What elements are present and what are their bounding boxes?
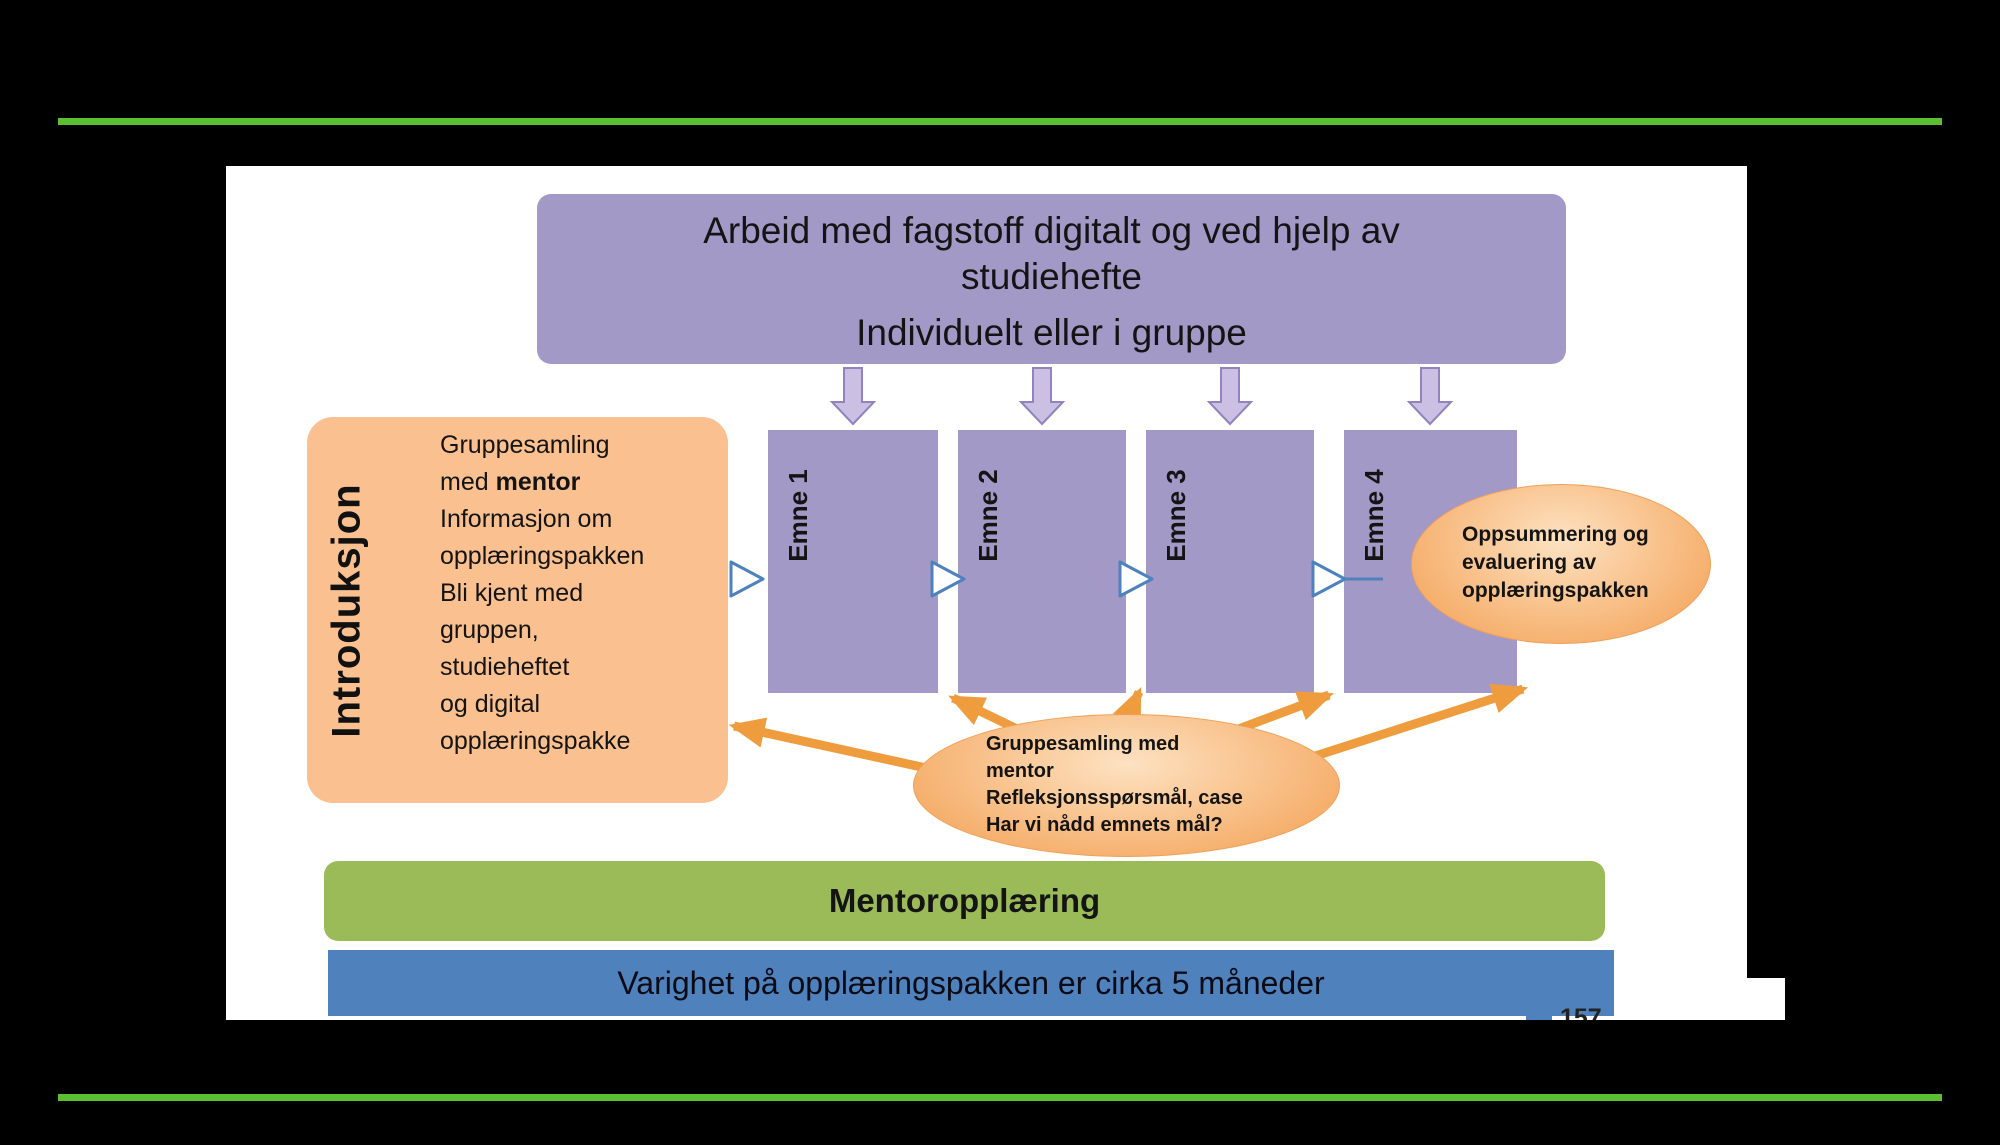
orange-arrow-to-intro (728, 717, 927, 773)
top-divider-line (58, 118, 1942, 125)
group-session-line: mentor (986, 760, 1054, 782)
work-method-subtext: Individuelt eller i gruppe (856, 312, 1247, 353)
intro-line: Gruppesamling (440, 431, 610, 459)
emne-box-3: Emne 3 (1146, 430, 1314, 693)
footer-square-icon (1526, 1004, 1552, 1020)
intro-vertical-label-wrap: Introduksjon (315, 417, 379, 803)
slide-footer: 157 (1526, 1004, 1602, 1020)
summary-line: evaluering av (1462, 551, 1597, 574)
emne-1-label: Emne 1 (782, 468, 813, 562)
work-method-text: Arbeid med fagstoff digitalt og ved hjel… (703, 210, 1400, 297)
down-arrow-icon (1206, 367, 1254, 426)
mentor-training-bar: Mentoropplæring (324, 861, 1605, 941)
intro-text: Gruppesamling med mentor Informasjon om … (440, 427, 644, 760)
intro-line2-bold: mentor (495, 468, 581, 496)
emne-2-label: Emne 2 (972, 468, 1003, 562)
down-arrow-icon (829, 367, 877, 426)
emne-box-2: Emne 2 (958, 430, 1126, 693)
mentor-training-label: Mentoropplæring (828, 882, 1101, 919)
down-arrow-icon (1018, 367, 1066, 426)
group-session-line: Gruppesamling med (986, 733, 1180, 755)
flow-triangle-icon (729, 560, 765, 598)
intro-line: og digital (440, 690, 541, 718)
intro-box: Introduksjon Gruppesamling med mentor In… (307, 417, 728, 803)
emne-4-label: Emne 4 (1358, 468, 1389, 562)
emne-3-label: Emne 3 (1160, 468, 1191, 562)
down-arrow-icon (1406, 367, 1454, 426)
intro-line2-pre: med (440, 468, 496, 496)
intro-vertical-label: Introduksjon (324, 482, 369, 738)
group-session-line: Har vi nådd emnets mål? (986, 814, 1223, 836)
duration-label: Varighet på opplæringspakken er cirka 5 … (617, 964, 1325, 1001)
intro-line: Informasjon om (440, 505, 613, 533)
emne-box-1: Emne 1 (768, 430, 938, 693)
intro-line: studieheftet (440, 653, 570, 681)
summary-line: Oppsummering og (1462, 523, 1649, 546)
slide-number: 157 (1560, 1004, 1602, 1020)
group-session-line: Refleksjonsspørsmål, case (986, 787, 1243, 809)
slide-canvas: Arbeid med fagstoff digitalt og ved hjel… (226, 166, 1747, 1020)
summary-ellipse: Oppsummering og evaluering av opplærings… (1411, 484, 1711, 644)
bottom-divider-line (58, 1094, 1942, 1101)
intro-line: Bli kjent med (440, 579, 584, 607)
duration-bar: Varighet på opplæringspakken er cirka 5 … (328, 950, 1614, 1016)
intro-line: opplæringspakke (440, 727, 631, 755)
work-method-box: Arbeid med fagstoff digitalt og ved hjel… (537, 194, 1566, 364)
intro-line: gruppen, (440, 616, 539, 644)
intro-line: opplæringspakken (440, 542, 645, 570)
flow-triangle-icon (1311, 560, 1347, 598)
slide-notch (1747, 978, 1785, 1020)
summary-line: opplæringspakken (1462, 579, 1649, 602)
group-session-ellipse: Gruppesamling med mentor Refleksjonsspør… (913, 714, 1340, 857)
intro-line: med mentor (440, 464, 644, 501)
